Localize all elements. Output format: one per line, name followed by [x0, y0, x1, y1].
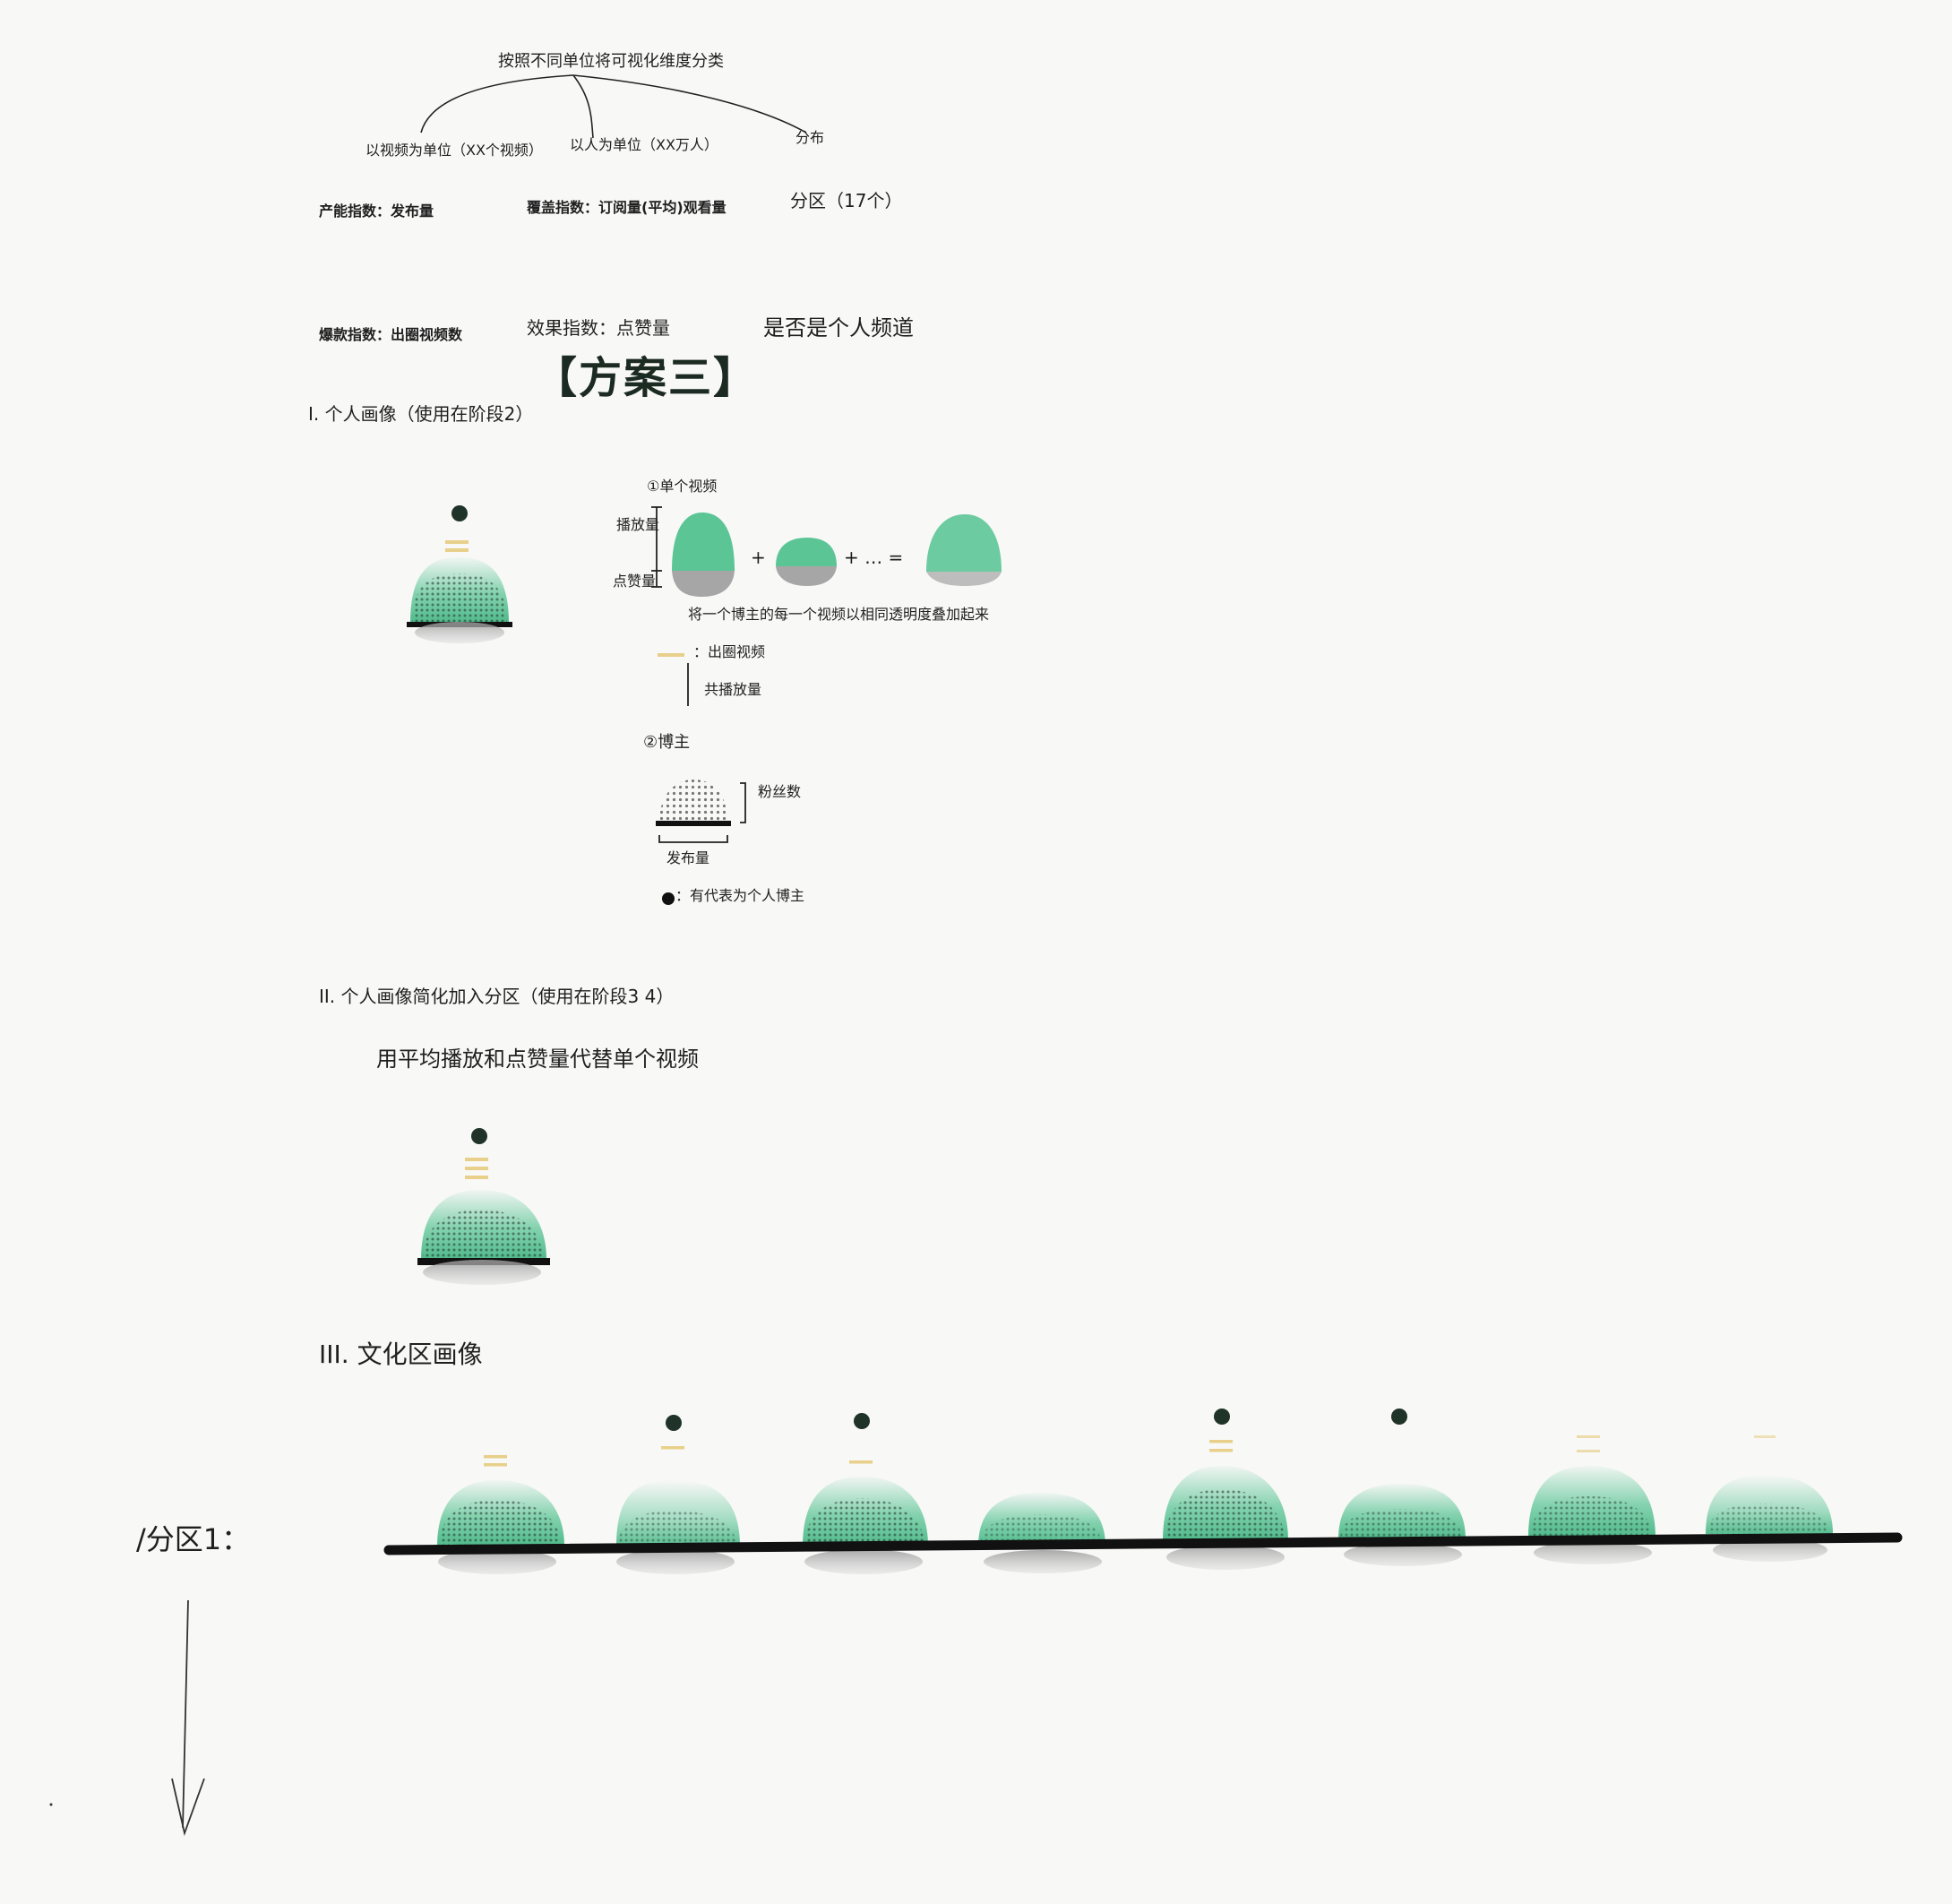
culture-glyph-7: [1528, 1435, 1655, 1564]
personal-portrait-glyph: [407, 505, 512, 643]
taxonomy-branch-people: 以人为单位（XX万人）: [570, 136, 718, 153]
plus-sign: +: [751, 547, 766, 568]
metric-personal-channel: 是否是个人频道: [763, 315, 914, 340]
section2-subheading: 用平均播放和点赞量代替单个视频: [376, 1047, 699, 1072]
video-dome-small: [776, 538, 837, 586]
personal-creator-label: ：有代表为个人博主: [675, 887, 805, 904]
creator-title: ②博主: [643, 733, 691, 752]
fans-label: 粉丝数: [758, 783, 802, 800]
viral-bracket: [658, 653, 689, 706]
taxonomy-root: 按照不同单位将可视化维度分类: [498, 52, 724, 71]
creator-dome: [656, 780, 746, 905]
likes-label: 点赞量: [613, 573, 657, 590]
culture-glyph-1: [437, 1455, 564, 1574]
culture-glyph-4: [978, 1493, 1105, 1573]
culture-glyph-2: [616, 1415, 740, 1574]
taxonomy-branch-distribution: 分布: [795, 129, 825, 146]
single-video-title: ①单个视频: [647, 478, 718, 495]
single-video-bracket: [651, 506, 662, 588]
metric-effect: 效果指数：点赞量: [527, 317, 670, 339]
video-dome-large: [672, 513, 735, 597]
culture-glyph-8: [1706, 1435, 1833, 1562]
total-plays-label: 共播放量: [704, 681, 762, 698]
plays-label: 播放量: [616, 516, 660, 533]
partition-axis-line: [383, 1532, 1903, 1555]
video-dome-sum: [926, 514, 1002, 586]
culture-glyph-3: [803, 1413, 928, 1574]
sum-equals: + … =: [844, 547, 904, 568]
metric-viral: 爆款指数：出圈视频数: [319, 326, 463, 343]
simplified-portrait-glyph: [417, 1128, 550, 1285]
section1-heading: I. 个人画像（使用在阶段2）: [308, 403, 534, 425]
section3-heading: III. 文化区画像: [319, 1340, 483, 1369]
metric-coverage: 覆盖指数：订阅量(平均)观看量: [527, 199, 727, 216]
partition-timeline: [49, 1599, 205, 1837]
culture-glyph-6: [1338, 1409, 1466, 1566]
section2-heading: II. 个人画像简化加入分区（使用在阶段3 4）: [319, 986, 675, 1007]
scheme-title: 【方案三】: [534, 353, 759, 403]
posts-label: 发布量: [666, 849, 710, 866]
overlay-caption: 将一个博主的每一个视频以相同透明度叠加起来: [688, 606, 990, 623]
viral-video-label: ：出圈视频: [693, 643, 766, 660]
taxonomy-tree: [420, 74, 807, 139]
metric-capacity: 产能指数：发布量: [319, 202, 434, 220]
culture-glyph-5: [1163, 1409, 1288, 1570]
metric-partitions: 分区（17个）: [790, 190, 903, 211]
taxonomy-branch-video: 以视频为单位（XX个视频）: [365, 142, 543, 159]
partition-axis-label: /分区1：: [136, 1522, 251, 1556]
